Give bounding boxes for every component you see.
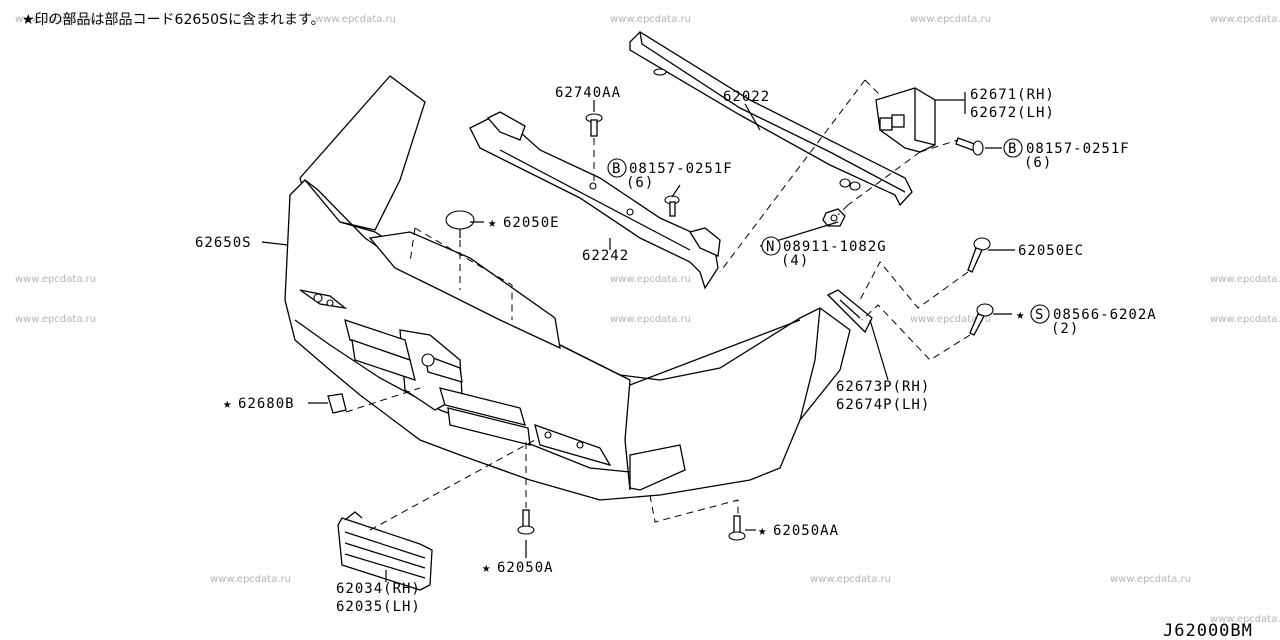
bolt-62050A (517, 509, 535, 535)
bolt-b-symbol: B (1008, 141, 1017, 157)
watermark: www.epcdata.ru (910, 314, 991, 325)
star-icon: ★ (758, 523, 767, 539)
screw-s (969, 303, 994, 336)
label-62673P: 62673P(RH) (836, 379, 930, 395)
label-62050A: 62050A (497, 560, 554, 576)
watermarks: www.epcdata.ru www.epcdata.ru www.epcdat… (15, 14, 1280, 625)
nut (822, 208, 846, 227)
label-62740AA: 62740AA (555, 85, 621, 101)
label-nut-qty: (4) (781, 253, 809, 269)
bracket-62671-62672 (875, 87, 936, 153)
label-62672: 62672(LH) (970, 105, 1055, 121)
watermark: www.epcdata.ru (15, 14, 96, 25)
bolt-b-symbol: B (612, 161, 621, 177)
watermark: www.epcdata.ru (1210, 14, 1280, 25)
watermark: www.epcdata.ru (15, 314, 96, 325)
watermark: www.epcdata.ru (610, 274, 691, 285)
star-icon: ★ (488, 215, 497, 231)
watermark: www.epcdata.ru (15, 274, 96, 285)
watermark: www.epcdata.ru (210, 574, 291, 585)
label-62034: 62034(RH) (336, 581, 421, 597)
clip-62050EC (967, 237, 991, 273)
watermark: www.epcdata.ru (1110, 574, 1191, 585)
star-icon: ★ (482, 560, 491, 576)
diagram-note: ★印の部品は部品コード62650Sに含まれます。 (22, 12, 325, 28)
label-62050EC: 62050EC (1018, 243, 1084, 259)
rivet-62740AA (585, 113, 603, 137)
diagram-code: J62000BM (1163, 621, 1253, 640)
label-62650S: 62650S (195, 235, 252, 251)
part-labels: 62740AA 62022 62671(RH) 62672(LH) 08157-… (195, 85, 1157, 615)
reinforcement-62022 (629, 31, 913, 207)
label-bolt-center-qty: (6) (626, 175, 654, 191)
label-bolt-right: 08157-0251F (1026, 141, 1130, 157)
watermark: www.epcdata.ru (1210, 614, 1280, 625)
bolt-62050AA (728, 515, 746, 541)
watermark: www.epcdata.ru (1210, 274, 1280, 285)
label-screw-qty: (2) (1051, 321, 1079, 337)
watermark: www.epcdata.ru (315, 14, 396, 25)
label-62674P: 62674P(LH) (836, 397, 930, 413)
watermark: www.epcdata.ru (610, 314, 691, 325)
watermark: www.epcdata.ru (1210, 314, 1280, 325)
label-62022: 62022 (723, 89, 770, 105)
bracket-62242 (469, 111, 721, 290)
symbols: B B N S (607, 138, 1050, 324)
star-icon: ★ (1016, 307, 1025, 323)
grille-62034-62035 (337, 511, 433, 591)
label-62671: 62671(RH) (970, 87, 1055, 103)
label-62050E: 62050E (503, 215, 560, 231)
label-screw: 08566-6202A (1053, 307, 1157, 323)
screw-s-symbol: S (1035, 307, 1044, 323)
nut-n-symbol: N (766, 239, 775, 255)
clip-62680B (327, 393, 347, 414)
label-62680B: 62680B (238, 396, 295, 412)
clip-62050E (445, 210, 475, 238)
label-bolt-right-qty: (6) (1024, 155, 1052, 171)
label-62035: 62035(LH) (336, 599, 421, 615)
label-62242: 62242 (582, 248, 629, 264)
star-icon: ★ (223, 396, 232, 412)
bolt-right (955, 137, 984, 156)
assembly-lines (345, 79, 971, 531)
watermark: www.epcdata.ru (610, 14, 691, 25)
star-marks: ★ ★ ★ ★ ★ (223, 215, 1025, 576)
watermark: www.epcdata.ru (810, 574, 891, 585)
label-bolt-center: 08157-0251F (629, 161, 733, 177)
bolt-center (664, 195, 680, 217)
label-62050AA: 62050AA (773, 523, 839, 539)
label-nut: 08911-1082G (783, 239, 887, 255)
watermark: www.epcdata.ru (910, 14, 991, 25)
